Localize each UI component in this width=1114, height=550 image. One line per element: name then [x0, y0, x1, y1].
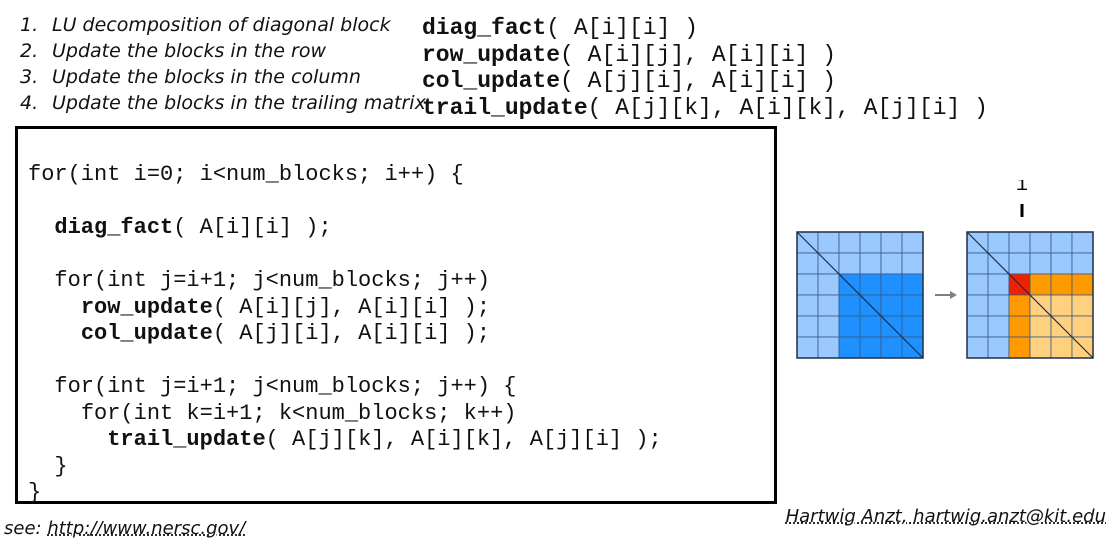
signature-diag-fact: diag_fact( A[i][i] ): [422, 15, 699, 41]
matrix-block: [1029, 231, 1052, 254]
code-line: col_update( A[j][i], A[i][i] );: [80, 321, 491, 346]
matrix-block: [901, 273, 924, 296]
matrix-block: [1050, 231, 1073, 254]
matrix-block: [796, 252, 819, 275]
matrix-block: [1029, 336, 1052, 359]
matrix-block: [880, 252, 903, 275]
code-listing: for(int i=0; i<num_blocks; i++) { diag_f…: [28, 162, 662, 507]
matrix-before: [796, 231, 924, 359]
matrix-block: [987, 315, 1010, 338]
signature-trail-update: trail_update( A[j][k], A[i][k], A[j][i] …: [422, 94, 988, 121]
matrix-block: [1029, 273, 1052, 296]
matrix-block: [987, 273, 1010, 296]
matrix-block: [880, 336, 903, 359]
matrix-border: [966, 231, 1094, 359]
author-credit: Hartwig Anzt, hartwig.anzt@kit.edu: [785, 506, 1106, 527]
matrix-block: [880, 231, 903, 254]
matrix-block: [817, 336, 840, 359]
matrix-block: [880, 273, 903, 296]
matrix-block: [817, 231, 840, 254]
source-link[interactable]: http://www.nersc.gov/: [47, 518, 246, 539]
matrix-block: [796, 336, 819, 359]
matrix-block: [817, 294, 840, 317]
arrow-icon: [935, 291, 957, 299]
matrix-block: [1050, 252, 1073, 275]
steps-list: 1.LU decomposition of diagonal block 2.U…: [20, 12, 426, 116]
code-blank: [28, 242, 662, 269]
block-matrix-figure: i: [796, 180, 1094, 359]
matrix-block: [901, 231, 924, 254]
code-line: for(int j=i+1; j<num_blocks; j++) {: [54, 374, 517, 399]
matrix-block: [796, 273, 819, 296]
signature-row-update: row_update( A[i][j], A[i][i] ): [422, 41, 837, 68]
matrix-block: [1050, 336, 1073, 359]
matrix-block: [1050, 273, 1073, 296]
code-box: for(int i=0; i<num_blocks; i++) { diag_f…: [15, 126, 777, 507]
matrix-block: [880, 294, 903, 317]
matrix-block: [817, 273, 840, 296]
matrix-after: [966, 231, 1094, 359]
signature-col-update: col_update( A[j][i], A[i][i] ): [422, 68, 837, 94]
source-reference: see: http://www.nersc.gov/: [4, 518, 246, 539]
matrix-block: [901, 294, 924, 317]
matrix-block: [1008, 294, 1031, 317]
code-line: }: [54, 453, 68, 479]
matrix-block: [796, 315, 819, 338]
step-item: 3.Update the blocks in the column: [20, 66, 361, 88]
code-blank: [28, 348, 662, 375]
matrix-block: [838, 336, 861, 359]
matrix-block: [1008, 336, 1031, 359]
matrix-block: [859, 336, 882, 359]
matrix-border: [796, 231, 924, 359]
matrix-block: [1029, 252, 1052, 275]
matrix-block: [966, 336, 989, 359]
matrix-block: [987, 294, 1010, 317]
matrix-block: [859, 231, 882, 254]
matrix-block: [966, 294, 989, 317]
matrix-block: [987, 336, 1010, 359]
step-item: 2.Update the blocks in the row: [20, 40, 326, 62]
code-blank: [28, 189, 662, 216]
matrix-block: [1008, 252, 1031, 275]
matrix-block: [838, 294, 861, 317]
matrix-block: [966, 315, 989, 338]
code-line: diag_fact( A[i][i] );: [54, 215, 332, 240]
matrix-block: [1050, 294, 1073, 317]
matrix-block: [966, 252, 989, 275]
matrix-block: [1071, 315, 1094, 338]
step-item: 1.LU decomposition of diagonal block: [20, 14, 391, 36]
matrix-block: [966, 273, 989, 296]
matrix-block: [838, 315, 861, 338]
step-item: 4.Update the blocks in the trailing matr…: [20, 92, 426, 114]
function-signatures: diag_fact( A[i][i] )row_update( A[i][j],…: [422, 15, 988, 121]
matrix-block: [1071, 273, 1094, 296]
matrix-block: [901, 315, 924, 338]
matrix-block: [987, 231, 1010, 254]
matrix-block: [1071, 252, 1094, 275]
index-label: i: [1016, 180, 1028, 197]
matrix-block: [1008, 315, 1031, 338]
matrix-block: [1029, 315, 1052, 338]
matrix-block: [859, 315, 882, 338]
matrix-block: [859, 273, 882, 296]
matrix-block: [1008, 231, 1031, 254]
matrix-block: [1071, 231, 1094, 254]
code-line: trail_update( A[j][k], A[i][k], A[j][i] …: [107, 427, 662, 452]
matrix-block: [838, 231, 861, 254]
matrix-block: [796, 294, 819, 317]
matrix-block: [859, 252, 882, 275]
matrix-block: [838, 252, 861, 275]
matrix-diagonal: [966, 231, 1094, 359]
code-line: for(int i=0; i<num_blocks; i++) {: [28, 162, 464, 187]
matrix-diagonal: [796, 231, 924, 359]
matrix-block: [1071, 294, 1094, 317]
code-line: for(int j=i+1; j<num_blocks; j++): [54, 268, 491, 293]
code-line: row_update( A[i][j], A[i][i] );: [80, 294, 491, 320]
code-line: }: [28, 480, 42, 505]
matrix-block: [901, 252, 924, 275]
matrix-block: [817, 315, 840, 338]
code-line: for(int k=i+1; k<num_blocks; k++): [80, 400, 517, 426]
